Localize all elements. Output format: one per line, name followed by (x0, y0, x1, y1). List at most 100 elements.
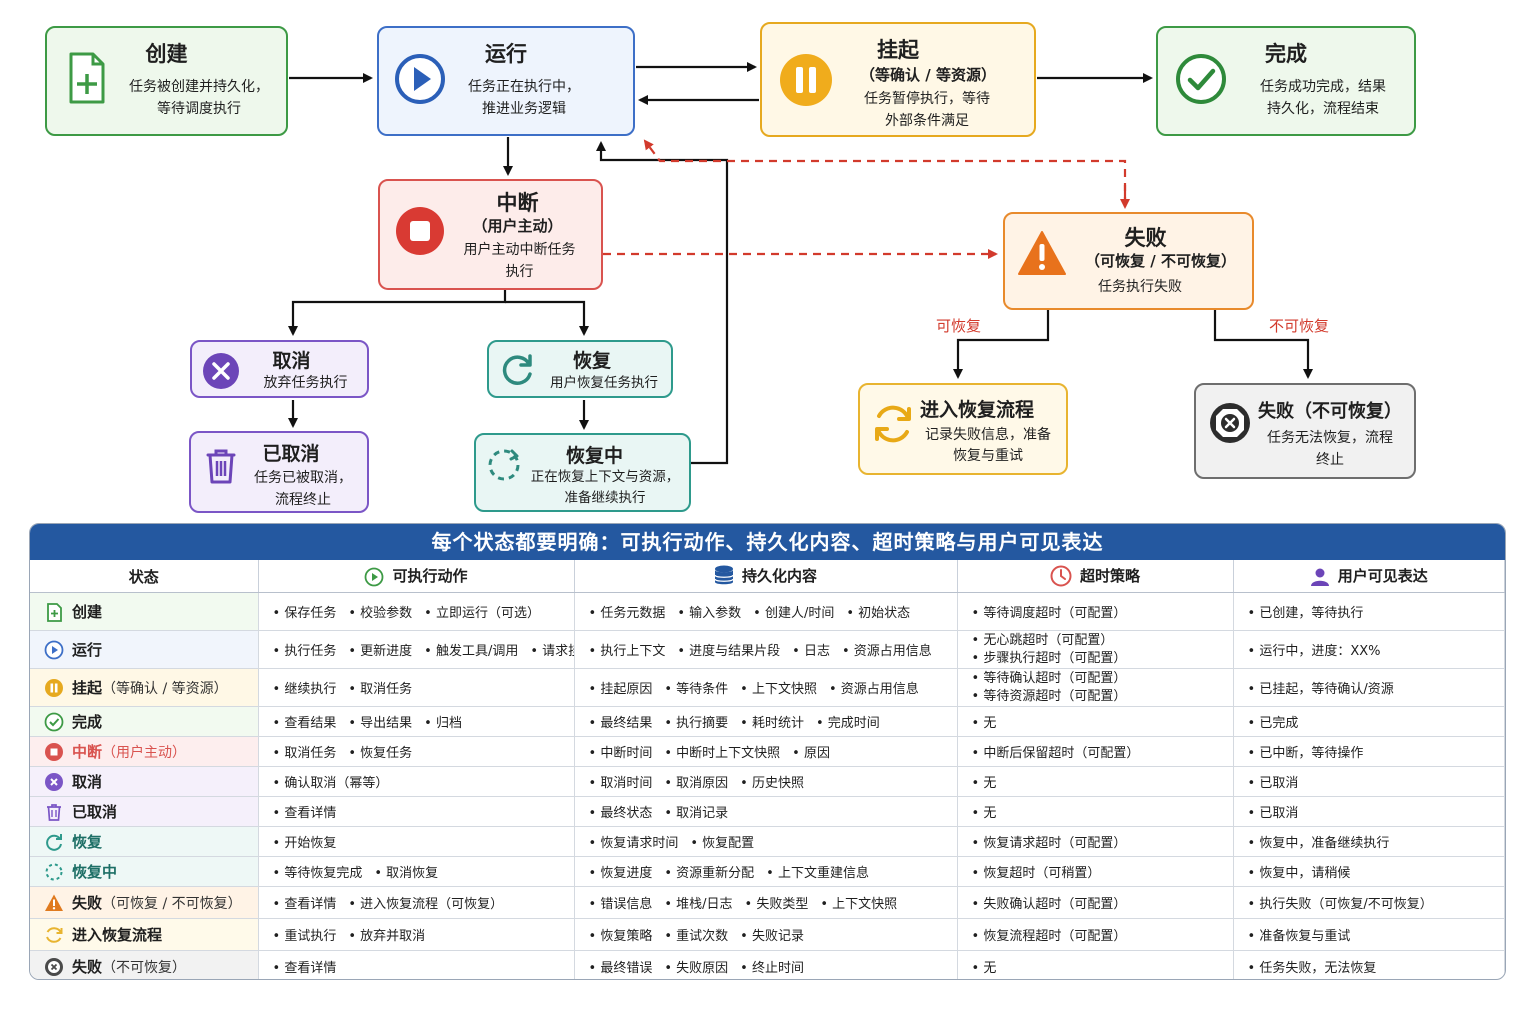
refresh-icon (502, 354, 532, 385)
state-label: 进入恢复流程 (72, 925, 163, 944)
cell-persist: 执行上下文进度与结果片段日志资源占用信息 (574, 630, 958, 669)
cell-timeout: 中断后保留超时（可配置） (957, 736, 1234, 767)
cell-persist: 恢复进度资源重新分配上下文重建信息 (574, 856, 958, 887)
table-header-row: 状态 可执行动作 持久化内容 超时策略 用户可见表达 (30, 560, 1505, 593)
cell-persist: 最终状态取消记录 (574, 796, 958, 827)
node-desc: 任务执行失败 (1098, 279, 1182, 295)
node-title: 挂起 (877, 38, 919, 62)
cell-persist: 中断时间中断时上下文快照原因 (574, 736, 958, 767)
node-desc: 任务无法恢复，流程 终止 (1267, 430, 1393, 468)
play-icon (395, 54, 445, 104)
node-running: 运行 任务正在执行中， 推进业务逻辑 (377, 26, 635, 136)
state-label: 创建 (72, 602, 103, 621)
node-failed: 失败 （可恢复 / 不可恢复） 任务执行失败 (1003, 212, 1254, 310)
state-table: 每个状态都要明确：可执行动作、持久化内容、超时策略与用户可见表达 状态 可执行动… (29, 523, 1506, 980)
cell-user: 已创建，等待执行 (1233, 592, 1505, 631)
cell-state: 挂起（等确认 / 等资源） (30, 668, 259, 707)
state-note: （不可恢复） (102, 959, 187, 976)
node-resuming: 恢复中 正在恢复上下文与资源， 准备继续执行 (474, 433, 691, 512)
cell-timeout: 无 (957, 950, 1234, 979)
node-desc: 任务被创建并持久化， 等待调度执行 (129, 79, 269, 117)
node-done: 完成 任务成功完成，结果 持久化，流程结束 (1156, 26, 1416, 136)
state-note: （可恢复 / 不可恢复） (102, 895, 242, 912)
cell-state: 恢复中 (30, 856, 259, 887)
table-row: 失败（可恢复 / 不可恢复）查看详情进入恢复流程（可恢复）错误信息堆栈/日志失败… (30, 886, 1505, 919)
cell-persist: 取消时间取消原因历史快照 (574, 766, 958, 797)
trash-icon (47, 804, 61, 822)
pause-icon (780, 54, 832, 106)
play-icon (44, 640, 64, 660)
table-body: 创建保存任务校验参数立即运行（可选）任务元数据输入参数创建人/时间初始状态等待调… (30, 592, 1505, 979)
cell-user: 运行中，进度：XX% (1233, 630, 1505, 669)
node-resume: 恢复 用户恢复任务执行 (487, 340, 673, 398)
node-interrupt: 中断 （用户主动） 用户主动中断任务 执行 (378, 179, 603, 290)
header-state: 状态 (30, 560, 259, 593)
node-title: 创建 (145, 42, 188, 66)
state-label: 运行 (72, 640, 103, 659)
loading-icon (45, 863, 63, 881)
cell-actions: 查看详情 (258, 950, 575, 979)
cell-user: 任务失败，无法恢复 (1233, 950, 1505, 979)
edge-label-unrecoverable: 不可恢复 (1269, 317, 1330, 335)
table-row: 中断（用户主动）取消任务恢复任务中断时间中断时上下文快照原因中断后保留超时（可配… (30, 736, 1505, 767)
node-desc: 正在恢复上下文与资源， 准备继续执行 (530, 469, 680, 506)
cell-state: 取消 (30, 766, 259, 797)
state-label: 挂起 (72, 678, 103, 697)
cell-actions: 保存任务校验参数立即运行（可选） (258, 592, 575, 631)
database-icon (714, 565, 734, 585)
warning-icon (45, 894, 63, 912)
check-circle-icon (1176, 54, 1226, 104)
node-title: 恢复 (572, 350, 611, 372)
cell-persist: 最终结果执行摘要耗时统计完成时间 (574, 706, 958, 737)
table-banner: 每个状态都要明确：可执行动作、持久化内容、超时策略与用户可见表达 (30, 524, 1505, 560)
stop-icon (396, 207, 444, 255)
table-row: 取消确认取消（幂等）取消时间取消原因历史快照无已取消 (30, 766, 1505, 797)
cell-actions: 确认取消（幂等） (258, 766, 575, 797)
table-row: 运行 执行任务更新进度触发工具/调用请求挂起执行上下文进度与结果片段日志资源占用信… (30, 630, 1505, 669)
cell-state: 创建 (30, 592, 259, 631)
cell-timeout: 无心跳超时（可配置）步骤执行超时（可配置） (957, 630, 1234, 669)
node-title: 运行 (485, 42, 527, 66)
x-octagon-icon (1210, 403, 1250, 443)
table-row: 失败（不可恢复）查看详情最终错误失败原因终止时间无任务失败，无法恢复 (30, 950, 1505, 979)
state-label: 失败 (72, 957, 103, 976)
state-note: （等确认 / 等资源） (102, 680, 228, 697)
x-circle-icon (45, 773, 63, 792)
cell-persist: 恢复请求时间恢复配置 (574, 826, 958, 857)
node-cancel: 取消 放弃任务执行 (190, 340, 369, 398)
table-row: 挂起（等确认 / 等资源）继续执行取消任务挂起原因等待条件上下文快照资源占用信息… (30, 668, 1505, 707)
edge-interrupt-resume (505, 300, 589, 336)
arrows-layer (288, 62, 1313, 465)
edge-interrupt-cancel (288, 290, 507, 336)
loading-icon (488, 449, 520, 481)
node-desc: 任务成功完成，结果 持久化，流程结束 (1260, 79, 1386, 117)
cell-actions: 开始恢复 (258, 826, 575, 857)
cell-user: 准备恢复与重试 (1233, 918, 1505, 951)
file-plus-icon (69, 52, 105, 104)
table-row: 完成查看结果导出结果归档最终结果执行摘要耗时统计完成时间无已完成 (30, 706, 1505, 737)
cell-user: 恢复中，准备继续执行 (1233, 826, 1505, 857)
state-label: 恢复中 (72, 862, 118, 881)
cell-state: 失败（不可恢复） (30, 950, 259, 979)
node-title: 取消 (272, 350, 311, 372)
edge-failed-recovery (953, 310, 1050, 379)
node-fatal: 失败（不可恢复） 任务无法恢复，流程 终止 (1194, 383, 1416, 479)
cell-actions: 执行任务更新进度触发工具/调用请求挂起 (258, 630, 575, 669)
edge-label-recoverable: 可恢复 (936, 317, 982, 335)
warning-icon (1018, 231, 1066, 275)
table-row: 恢复开始恢复恢复请求时间恢复配置恢复请求超时（可配置）恢复中，准备继续执行 (30, 826, 1505, 857)
cell-persist: 最终错误失败原因终止时间 (574, 950, 958, 979)
pause-icon (45, 679, 63, 698)
cell-persist: 恢复策略重试次数失败记录 (574, 918, 958, 951)
state-grid: 状态 可执行动作 持久化内容 超时策略 用户可见表达 创建 保存任务校验参数立即运… (30, 560, 1505, 979)
edge-resuming-running (596, 141, 729, 465)
cell-actions: 重试执行放弃并取消 (258, 918, 575, 951)
cell-actions: 查看详情进入恢复流程（可恢复） (258, 886, 575, 919)
cell-persist: 任务元数据输入参数创建人/时间初始状态 (574, 592, 958, 631)
cell-user: 已取消 (1233, 796, 1505, 827)
cell-user: 恢复中，请稍候 (1233, 856, 1505, 887)
cell-actions: 查看详情 (258, 796, 575, 827)
cell-timeout: 恢复流程超时（可配置） (957, 918, 1234, 951)
node-desc: 任务已被取消， 流程终止 (254, 470, 352, 508)
node-desc: 用户主动中断任务 执行 (463, 242, 576, 280)
